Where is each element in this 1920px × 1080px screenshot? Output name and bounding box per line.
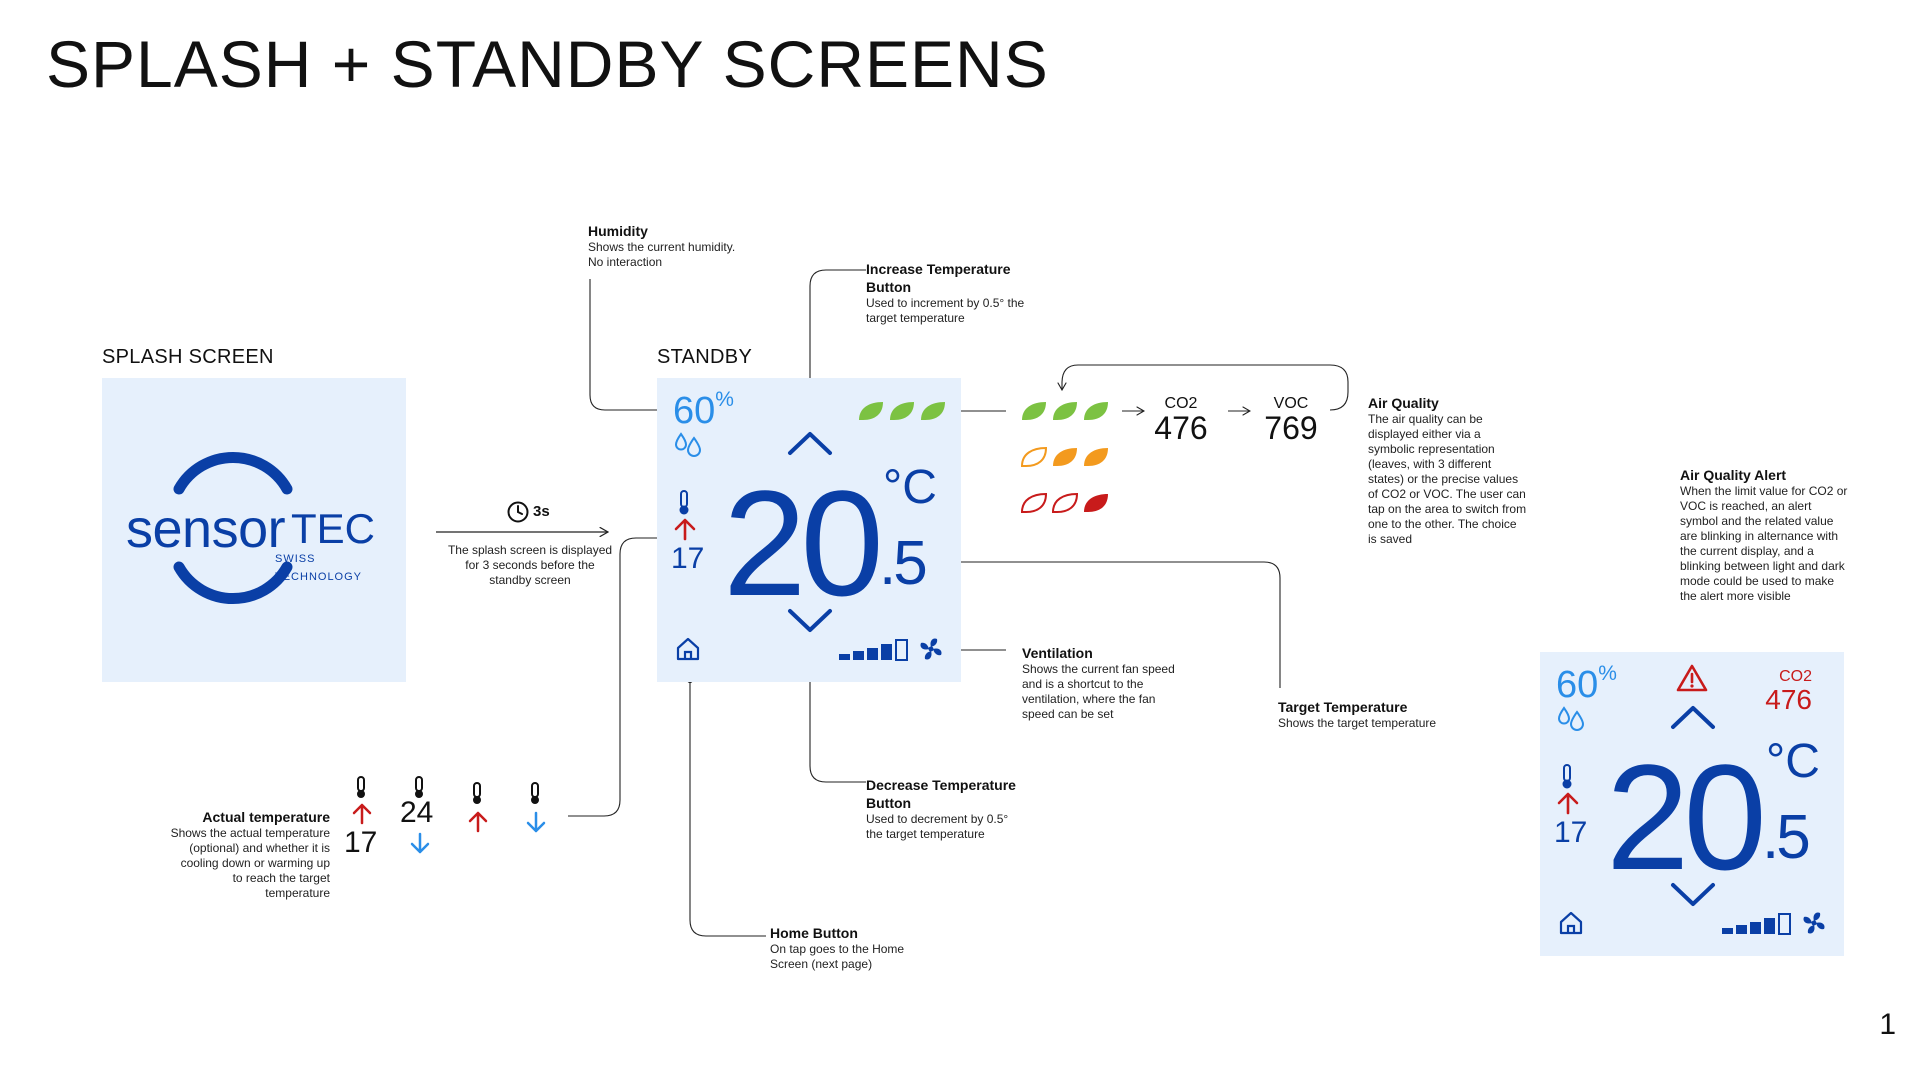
- home-annotation: Home Button On tap goes to the Home Scre…: [770, 924, 930, 972]
- thermometer-icon: [679, 490, 689, 515]
- logo-tag-swiss: SWISS: [275, 553, 316, 565]
- alert-warming-up-arrow-icon: [1557, 792, 1579, 815]
- logo-word-sensor: sensor: [126, 499, 286, 559]
- alert-thermometer-icon: [1562, 764, 1572, 789]
- splash-timer: 3s: [533, 503, 550, 520]
- home-annotation-title: Home Button: [770, 925, 858, 941]
- home-annotation-body: On tap goes to the Home Screen (next pag…: [770, 942, 905, 971]
- target-temperature-value: 20: [723, 459, 884, 627]
- alert-target-temperature-decimal: .5: [1762, 803, 1811, 872]
- voc-value: 769: [1264, 410, 1318, 446]
- increase-annotation-body: Used to increment by 0.5° the target tem…: [866, 296, 1025, 325]
- alert-temperature-unit: °C: [1766, 735, 1820, 788]
- co2-readout[interactable]: CO2 476: [1152, 395, 1210, 446]
- target-temperature-decimal: .5: [879, 529, 928, 598]
- sensortec-logo-ring: [173, 451, 293, 605]
- variant-cooling-icons: [410, 776, 430, 854]
- leaf-icons-good[interactable]: [857, 398, 947, 424]
- ventilation-annotation-title: Ventilation: [1022, 645, 1093, 661]
- splash-caption: The splash screen is displayed for 3 sec…: [447, 543, 613, 587]
- logo-word-tec: TEC: [291, 505, 375, 552]
- alert-co2-readout[interactable]: CO2 476: [1765, 668, 1812, 714]
- page-title: SPLASH + STANDBY SCREENS: [46, 27, 1049, 101]
- standby-screen-panel: 60% 17 20 .5 °C: [657, 378, 961, 682]
- air-quality-annotation-body: The air quality can be displayed either …: [1368, 412, 1527, 546]
- alert-target-temperature-value: 20: [1606, 733, 1767, 901]
- decrease-annotation-title: Decrease Temperature Button: [866, 777, 1016, 811]
- leaf-state-bad: [1020, 492, 1108, 513]
- air-quality-annotation: Air Quality The air quality can be displ…: [1368, 394, 1528, 547]
- voc-readout[interactable]: VOC 769: [1262, 395, 1320, 446]
- alert-humidity-unit: %: [1598, 662, 1617, 685]
- alert-actual-temperature-value: 17: [1554, 816, 1588, 849]
- decrease-annotation: Decrease Temperature Button Used to decr…: [866, 776, 1016, 842]
- alert-co2-label: CO2: [1779, 668, 1812, 685]
- humidity-readout: 60%: [673, 388, 734, 433]
- leaf-state-good: [1022, 402, 1108, 420]
- leaf-states-legend: [1020, 402, 1108, 513]
- logo-tag-technology: TECHNOLOGY: [275, 571, 363, 583]
- increase-annotation: Increase Temperature Button Used to incr…: [866, 260, 1036, 326]
- decrease-temperature-button[interactable]: [787, 608, 833, 634]
- decrease-annotation-body: Used to decrement by 0.5° the target tem…: [866, 812, 1009, 841]
- variant-warming-no-value-icons: [468, 782, 488, 833]
- target-annotation-body: Shows the target temperature: [1278, 716, 1437, 730]
- alert-home-button[interactable]: [1558, 910, 1584, 936]
- alert-humidity-value: 60: [1556, 664, 1599, 706]
- air-quality-annotation-title: Air Quality: [1368, 395, 1439, 411]
- actual-cooling-value: 24: [400, 796, 434, 829]
- increase-annotation-title: Increase Temperature Button: [866, 261, 1011, 295]
- humidity-value: 60: [673, 390, 716, 432]
- co2-label: CO2: [1164, 395, 1198, 412]
- splash-section-label: SPLASH SCREEN: [102, 346, 274, 368]
- humidity-unit: %: [715, 388, 734, 411]
- humidity-drops-icon: [674, 432, 702, 457]
- clock-icon: [507, 501, 529, 523]
- humidity-annotation-body: Shows the current humidity. No interacti…: [588, 240, 736, 269]
- alert-screen-panel: 60% CO2 476 17 20 .5 °C: [1540, 652, 1844, 956]
- standby-section-label: STANDBY: [657, 346, 753, 368]
- increase-temperature-button[interactable]: [787, 430, 833, 456]
- variant-warming-icons: [352, 776, 372, 825]
- actual-annotation-title: Actual temperature: [202, 809, 330, 825]
- alert-humidity-drops-icon: [1557, 706, 1585, 731]
- alert-annotation-body: When the limit value for CO2 or VOC is r…: [1680, 484, 1848, 603]
- actual-temperature-variants-icons: [352, 776, 546, 854]
- ventilation-shortcut[interactable]: [839, 636, 949, 662]
- voc-label: VOC: [1273, 395, 1309, 412]
- alert-decrease-temperature-button[interactable]: [1670, 882, 1716, 908]
- alert-ventilation-shortcut[interactable]: [1722, 910, 1832, 936]
- ventilation-annotation: Ventilation Shows the current fan speed …: [1022, 644, 1188, 722]
- humidity-annotation-title: Humidity: [588, 223, 648, 239]
- leaf-state-medium: [1020, 446, 1108, 467]
- warming-up-arrow-icon: [674, 518, 696, 541]
- co2-value: 476: [1154, 410, 1208, 446]
- alert-warning-icon: [1676, 664, 1708, 692]
- humidity-annotation: Humidity Shows the current humidity. No …: [588, 222, 748, 270]
- actual-annotation-body: Shows the actual temperature (optional) …: [170, 826, 330, 900]
- ventilation-annotation-body: Shows the current fan speed and is a sho…: [1022, 662, 1175, 721]
- alert-increase-temperature-button[interactable]: [1670, 704, 1716, 730]
- splash-screen-panel: sensor TEC SWISS TECHNOLOGY: [102, 378, 406, 682]
- temperature-unit: °C: [883, 461, 937, 514]
- page-number: 1: [1879, 1008, 1896, 1041]
- alert-annotation-title: Air Quality Alert: [1680, 467, 1787, 483]
- alert-annotation: Air Quality Alert When the limit value f…: [1680, 466, 1852, 604]
- home-button[interactable]: [675, 636, 701, 662]
- alert-humidity-readout: 60%: [1556, 662, 1617, 707]
- target-annotation: Target Temperature Shows the target temp…: [1278, 698, 1438, 731]
- actual-temperature-value: 17: [671, 542, 705, 575]
- alert-co2-value: 476: [1765, 684, 1812, 715]
- actual-warming-value: 17: [344, 826, 378, 859]
- actual-temperature-annotation: Actual temperature Shows the actual temp…: [170, 808, 330, 901]
- target-annotation-title: Target Temperature: [1278, 699, 1408, 715]
- variant-cooling-no-value-icons: [526, 782, 546, 833]
